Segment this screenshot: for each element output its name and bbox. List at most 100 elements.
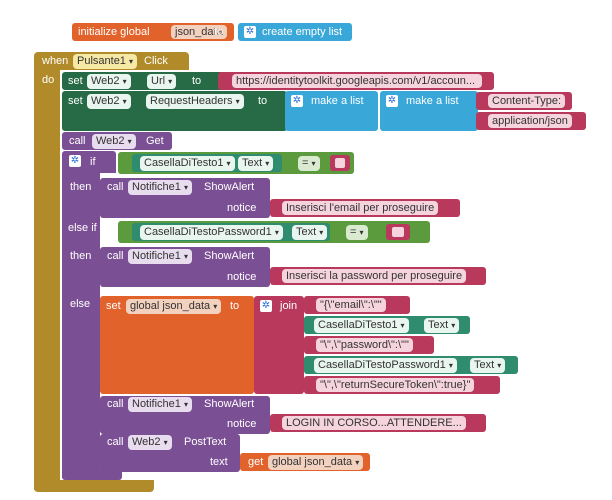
to-label: to <box>258 95 268 107</box>
component-dropdown[interactable]: CasellaDiTesto1 ▾ <box>140 156 235 171</box>
gear-icon[interactable]: ✲ <box>386 95 398 107</box>
when-click-event-block[interactable]: when Pulsante1 ▾ Click <box>34 52 189 70</box>
alert-text-block[interactable]: LOGIN IN CORSO...ATTENDERE... <box>270 414 486 432</box>
empty-string-block[interactable] <box>386 224 410 240</box>
method-name: ShowAlert <box>204 181 255 193</box>
gear-icon[interactable]: ✲ <box>260 300 272 312</box>
set-url-block[interactable]: set Web2 ▾ Url ▾ to <box>62 72 226 90</box>
property-name: RequestHeaders <box>150 95 233 107</box>
component-dropdown[interactable]: Notifiche1 ▾ <box>128 249 192 264</box>
call-label: call <box>107 398 124 410</box>
set-request-headers-block[interactable]: set Web2 ▾ RequestHeaders ▾ to <box>62 91 287 131</box>
component-dropdown[interactable]: CasellaDiTestoPassword1 ▾ <box>140 225 283 240</box>
join-part-string[interactable]: "\",\"returnSecureToken\":true}" <box>304 376 500 394</box>
component-dropdown[interactable]: CasellaDiTesto1 ▾ <box>314 318 409 333</box>
gear-icon[interactable]: ✲ <box>244 26 256 38</box>
component-dropdown[interactable]: Web2 ▾ <box>87 74 131 89</box>
alert-text-block[interactable]: Inserisci la password per proseguire <box>270 267 486 285</box>
component-dropdown[interactable]: CasellaDiTestoPassword1 ▾ <box>314 358 457 373</box>
create-empty-list-block[interactable]: ✲ create empty list <box>238 23 352 41</box>
if-block[interactable]: ✲ if <box>62 151 116 173</box>
property-dropdown[interactable]: Url ▾ <box>147 74 177 89</box>
variable-dropdown[interactable]: global json_data ▾ <box>126 299 222 314</box>
show-alert-block[interactable]: call Notifiche1 ▾ ShowAlert notice <box>100 396 270 434</box>
notice-param-label: notice <box>227 202 257 214</box>
component-name: Web2 <box>91 95 120 107</box>
alert-text-field[interactable]: Inserisci la password per proseguire <box>282 269 467 283</box>
make-a-list-block[interactable]: ✲ make a list <box>285 91 378 131</box>
notice-param-label: notice <box>227 271 257 283</box>
content-type-field[interactable]: Content-Type: <box>488 94 566 108</box>
operator-dropdown[interactable]: = ▾ <box>346 225 368 240</box>
component-dropdown[interactable]: Notifiche1 ▾ <box>128 180 192 195</box>
property-dropdown[interactable]: RequestHeaders ▾ <box>146 94 244 109</box>
empty-string-block[interactable] <box>330 155 350 171</box>
empty-string-field[interactable] <box>392 227 404 237</box>
alert-text-field[interactable]: Inserisci l'email per proseguire <box>282 201 439 215</box>
alert-text-field[interactable]: LOGIN IN CORSO...ATTENDERE... <box>282 416 466 430</box>
call-label: call <box>107 181 124 193</box>
event-bottom-bar <box>34 480 154 492</box>
application-json-string-block[interactable]: application/json <box>476 112 586 130</box>
create-empty-list-label: create empty list <box>262 26 343 38</box>
gear-icon[interactable]: ✲ <box>69 155 81 167</box>
component-dropdown[interactable]: Notifiche1 ▾ <box>128 397 192 412</box>
set-global-json-block[interactable]: set global json_data ▾ to <box>100 296 254 394</box>
operator: = <box>302 157 309 169</box>
component-dropdown[interactable]: Web2 ▾ <box>87 94 131 109</box>
initialize-global-block[interactable]: initialize global json_data to <box>72 23 234 41</box>
dropdown-arrow-icon: ▾ <box>355 458 360 467</box>
dropdown-arrow-icon: ▾ <box>400 321 405 330</box>
operator-dropdown[interactable]: = ▾ <box>298 156 320 171</box>
component-name: CasellaDiTesto1 <box>318 319 398 331</box>
dropdown-arrow-icon: ▾ <box>451 321 456 330</box>
string-field[interactable]: "{\"email\":\"" <box>316 298 386 312</box>
alert-text-block[interactable]: Inserisci l'email per proseguire <box>270 199 460 217</box>
string-field[interactable]: "\",\"returnSecureToken\":true}" <box>316 378 475 392</box>
dropdown-arrow-icon: ▾ <box>274 228 279 237</box>
url-text-block[interactable]: https://identitytoolkit.googleapis.com/v… <box>218 72 494 90</box>
string-field[interactable]: "\",\"password\":\"" <box>316 338 413 352</box>
join-part-email-getter[interactable]: CasellaDiTesto1 ▾ Text ▾ <box>304 316 470 334</box>
join-block[interactable]: ✲ join <box>254 296 304 394</box>
if-bottom-bar <box>62 470 122 480</box>
get-global-json-block[interactable]: get global json_data ▾ <box>240 453 370 471</box>
property-dropdown[interactable]: Text ▾ <box>238 156 274 171</box>
variable-dropdown[interactable]: global json_data ▾ <box>268 455 364 470</box>
join-part-password-getter[interactable]: CasellaDiTestoPassword1 ▾ Text ▾ <box>304 356 518 374</box>
application-json-field[interactable]: application/json <box>488 114 572 128</box>
password-text-getter[interactable]: CasellaDiTestoPassword1 ▾ Text ▾ <box>132 223 330 241</box>
set-label: set <box>68 95 83 107</box>
component-name: Pulsante1 <box>77 55 126 67</box>
gear-icon[interactable]: ✲ <box>291 95 303 107</box>
compare-block[interactable]: CasellaDiTesto1 ▾ Text ▾ = ▾ <box>118 152 354 174</box>
show-alert-block[interactable]: call Notifiche1 ▾ ShowAlert notice <box>100 247 270 287</box>
content-type-string-block[interactable]: Content-Type: <box>476 92 572 110</box>
variable-name: global json_data <box>272 456 353 468</box>
call-label: call <box>107 436 124 448</box>
property-dropdown[interactable]: Text ▾ <box>292 225 328 240</box>
global-var-name-field[interactable]: json_data <box>171 25 227 39</box>
call-post-text-block[interactable]: call Web2 ▾ PostText text <box>100 434 240 472</box>
url-string-field[interactable]: https://identitytoolkit.googleapis.com/v… <box>232 74 482 88</box>
component-dropdown[interactable]: Pulsante1 ▾ <box>73 54 138 69</box>
if-label: if <box>90 156 96 168</box>
dropdown-arrow-icon: ▾ <box>183 183 188 192</box>
join-part-string[interactable]: "{\"email\":\"" <box>304 296 410 314</box>
join-part-string[interactable]: "\",\"password\":\"" <box>304 336 434 354</box>
property-dropdown[interactable]: Text ▾ <box>424 318 460 333</box>
component-dropdown[interactable]: Web2 ▾ <box>92 134 136 149</box>
compare-block[interactable]: CasellaDiTestoPassword1 ▾ Text ▾ = ▾ <box>118 221 430 243</box>
empty-string-field[interactable] <box>335 158 345 168</box>
dropdown-arrow-icon: ▾ <box>311 159 316 168</box>
component-dropdown[interactable]: Web2 ▾ <box>128 435 172 450</box>
to-label: to <box>230 300 240 312</box>
property-dropdown[interactable]: Text ▾ <box>470 358 506 373</box>
make-a-list-inner-block[interactable]: ✲ make a list <box>380 91 478 131</box>
event-name: Click <box>144 55 168 67</box>
textbox-text-getter[interactable]: CasellaDiTesto1 ▾ Text ▾ <box>132 154 282 172</box>
component-name: Web2 <box>132 436 161 448</box>
call-web-get-block[interactable]: call Web2 ▾ Get <box>62 132 172 150</box>
show-alert-block[interactable]: call Notifiche1 ▾ ShowAlert notice <box>100 178 270 218</box>
